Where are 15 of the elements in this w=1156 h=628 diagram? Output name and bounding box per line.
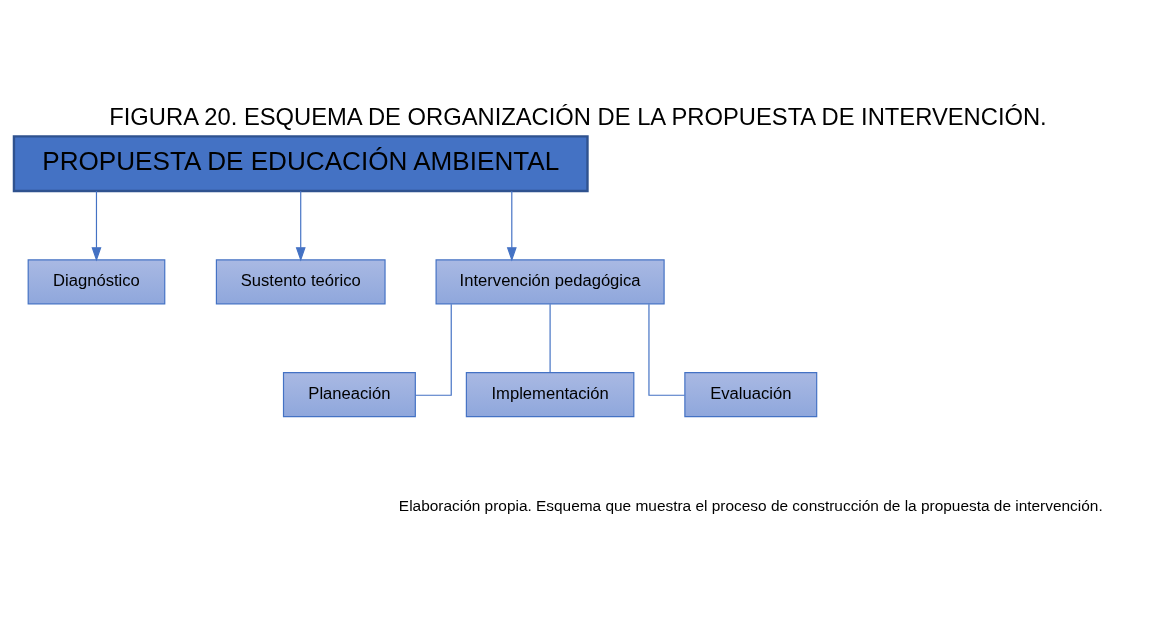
connector: [648, 303, 686, 396]
node-box: Implementación: [465, 371, 635, 417]
connector: [549, 303, 551, 373]
caption: Elaboración propia. Esquema que muestra el proceso de construcción de la propuesta de intervención.: [398, 496, 1103, 514]
arrow: [295, 190, 306, 261]
node-box: Evaluación: [684, 371, 818, 417]
diagram-title: FIGURA 20. ESQUEMA DE ORGANIZACIÓN DE LA PROPUESTA DE INTERVENCIÓN.: [109, 102, 1047, 129]
node-box: Sustento teórico: [215, 258, 386, 304]
arrow: [506, 190, 517, 262]
node-box: PROPUESTA DE EDUCACIÓN AMBIENTAL: [12, 134, 589, 192]
connector: [415, 303, 452, 396]
arrow: [91, 190, 102, 261]
node-box: Diagnóstico: [27, 258, 166, 304]
node-box: Planeación: [282, 371, 416, 417]
node-box: Intervención pedagógica: [435, 258, 665, 304]
